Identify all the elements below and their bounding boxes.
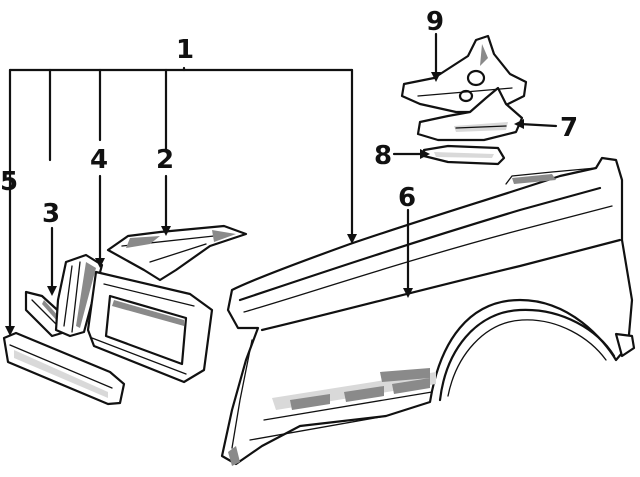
- callout-1: 1: [176, 35, 194, 65]
- part-8-pad: [422, 144, 506, 166]
- callout-9: 9: [426, 7, 444, 37]
- part-9-upper-bracket: [400, 34, 528, 114]
- part-7-bracket-plate: [416, 86, 524, 142]
- callout-labels: 1 2 3 4 5 6 7 8 9: [0, 7, 578, 229]
- part-2-upper-panel: [106, 224, 248, 282]
- leader-lines: [8, 32, 558, 332]
- callout-2: 2: [156, 145, 174, 175]
- part-6-quarter-panel: [220, 156, 636, 466]
- callout-6: 6: [398, 183, 416, 213]
- callout-7: 7: [560, 113, 578, 143]
- arrowheads: [5, 72, 524, 336]
- callout-3: 3: [42, 199, 60, 229]
- callout-8: 8: [374, 141, 392, 171]
- callout-5: 5: [0, 167, 18, 197]
- part-4-pillar-frame: [54, 253, 214, 384]
- callout-4: 4: [90, 145, 108, 175]
- part-5-lower-strip: [2, 331, 126, 406]
